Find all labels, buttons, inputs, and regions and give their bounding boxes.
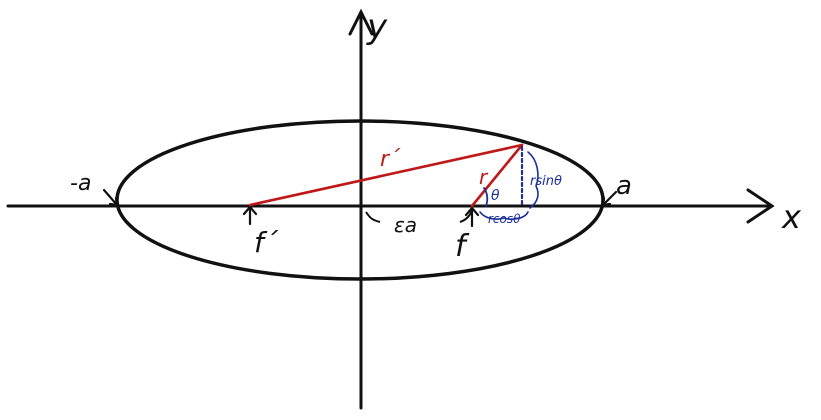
rsin-brace xyxy=(527,151,539,209)
left-vertex-label: -a xyxy=(70,171,91,196)
focal-radii xyxy=(248,143,524,208)
right-vertex-label: a xyxy=(616,171,632,201)
focus-right-label: f xyxy=(455,229,470,264)
r-label: r xyxy=(479,165,489,189)
theta-label: θ xyxy=(491,188,500,204)
rsin-label: rsinθ xyxy=(530,174,562,189)
x-axis-label: x xyxy=(781,198,802,236)
projections xyxy=(479,145,539,220)
focus-left-arrow xyxy=(242,205,258,226)
focus-markers xyxy=(242,205,480,228)
x-axis-arrowhead xyxy=(746,188,775,224)
theta-arc xyxy=(483,187,489,207)
r-line xyxy=(470,143,524,208)
ea-label: εa xyxy=(394,213,417,237)
rcos-brace xyxy=(479,211,529,220)
vertex-markers xyxy=(102,188,618,207)
r-prime-line xyxy=(248,143,524,207)
r-prime-label: r´ xyxy=(380,147,401,172)
y-axis-arrowhead xyxy=(348,8,374,36)
right-vertex-arrow xyxy=(601,190,618,207)
left-vertex-arrow xyxy=(102,188,119,207)
rcos-label: rcosθ xyxy=(488,212,521,226)
focus-left-label: f´ xyxy=(254,226,279,259)
y-axis-label: y xyxy=(366,7,388,47)
ea-bracket xyxy=(365,209,473,223)
axes xyxy=(6,8,775,410)
